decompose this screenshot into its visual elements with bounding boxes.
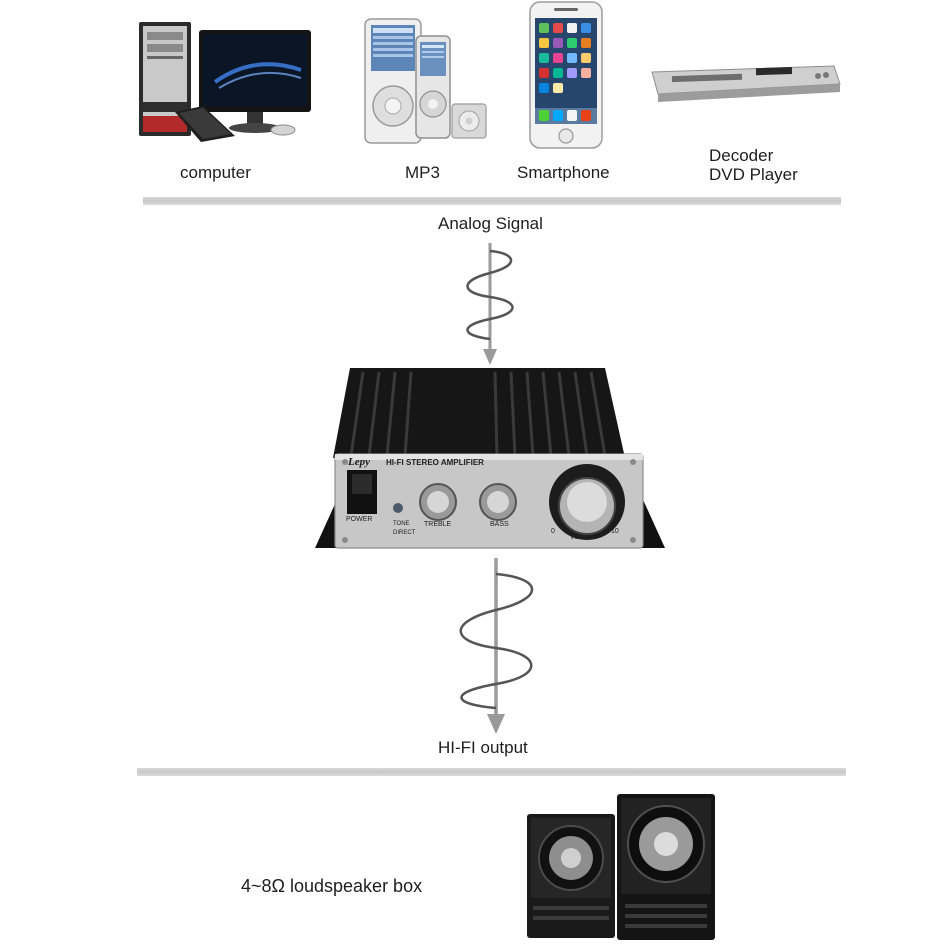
amp-volume-label: Volume: [570, 534, 594, 541]
amp-bass-label: BASS: [490, 521, 509, 528]
amp-treble-label: TREBLE: [424, 521, 452, 528]
analog-signal-label: Analog Signal: [438, 214, 543, 233]
smartphone-icon: [529, 1, 603, 149]
top-divider: [143, 197, 841, 205]
amplifier-icon: [315, 368, 665, 549]
source-label-computer: computer: [180, 163, 251, 182]
output-signal-wave-icon: [459, 558, 534, 734]
input-signal-wave-icon: [466, 243, 514, 365]
source-label-dvd-line2: DVD Player: [709, 165, 798, 184]
source-label-dvd-line1: Decoder: [709, 146, 774, 165]
speaker-box-icon: [527, 794, 715, 940]
dvd-player-icon: [651, 65, 841, 102]
hifi-output-label: HI-FI output: [438, 738, 528, 757]
source-label-mp3: MP3: [405, 163, 440, 182]
mp3-player-icon: [364, 18, 487, 144]
bottom-divider: [137, 768, 846, 776]
computer-icon: [139, 22, 311, 142]
amp-brand-label: Lepy: [348, 456, 370, 468]
amp-direct-label: DIRECT: [393, 530, 416, 536]
amp-subtitle-label: HI-FI STEREO AMPLIFIER: [386, 458, 484, 467]
amp-volume-max-label: 10: [611, 528, 619, 535]
amp-volume-min-label: 0: [551, 528, 555, 535]
amp-power-label: POWER: [346, 516, 373, 523]
speaker-box-label: 4~8Ω loudspeaker box: [241, 876, 423, 896]
source-label-smartphone: Smartphone: [517, 163, 610, 182]
amp-tone-label: TONE: [393, 521, 410, 527]
